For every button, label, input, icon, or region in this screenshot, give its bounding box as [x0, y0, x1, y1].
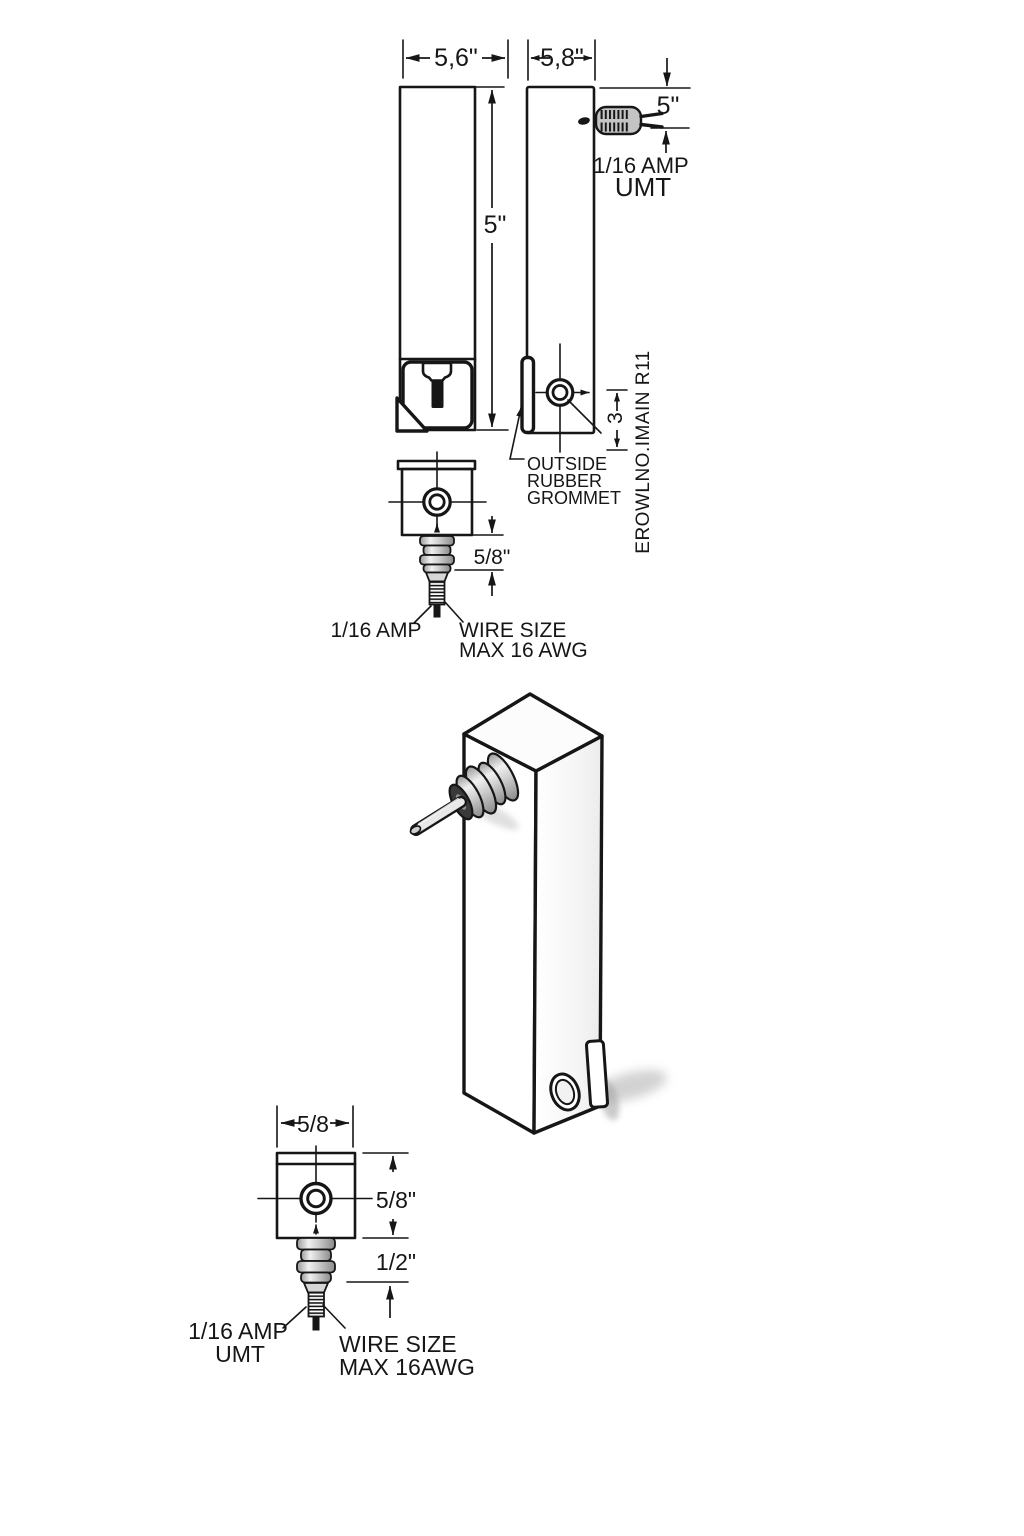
detail-top-wire-note-line1: WIRE SIZE: [459, 619, 566, 642]
fuse-connector: [594, 105, 664, 136]
detail-top-block: [400, 467, 474, 537]
front-view-body: [398, 85, 477, 432]
leader-wire-bottom: [322, 1304, 346, 1329]
detail-bottom-fuse-line1: 1/16 AMP: [188, 1318, 288, 1344]
detail-top-threaded-grommet: [419, 535, 455, 618]
connector-prong-top: [639, 111, 664, 119]
detail-top-nut: [424, 571, 450, 583]
detail-bottom-nut: [302, 1282, 330, 1294]
dim-side-width: 5,8": [540, 44, 584, 72]
dim-front-width: 5,6": [434, 44, 478, 72]
detail-bottom-height-dimension: 5/8": [362, 1152, 418, 1239]
grommet-note-line2: RUBBER: [527, 471, 602, 491]
detail-top-wire-note-line2: MAX 16 AWG: [459, 639, 588, 662]
detail-top-fuse-label: 1/16 AMP: [330, 619, 421, 642]
iso-grommet: [448, 752, 520, 821]
connector-prong-bottom: [639, 122, 664, 129]
detail-top-wire: [433, 604, 441, 618]
dim-connector-height: 5": [657, 92, 680, 120]
dim-detail-top-thread: 5/8": [474, 546, 511, 569]
connector-height-dimension: 5": [599, 58, 691, 153]
detail-top-stud: [428, 580, 446, 606]
grommet-leader: [567, 399, 602, 434]
iso-wire-rod: [409, 796, 467, 836]
dim-detail-bottom-height: 5/8": [376, 1187, 416, 1213]
side-view-width-dimension: 5,8": [527, 39, 596, 81]
detail-view-bottom: 5/8 5/8" 1/2": [188, 1105, 475, 1380]
connector-label-line1: 1/16 AMP: [593, 153, 688, 178]
vertical-note: EROWLNO.IMAIN R11: [633, 350, 654, 553]
detail-bottom-threaded-grommet: [296, 1237, 336, 1331]
dim-grommet-offset: 3: [604, 412, 627, 424]
leader-amp: [413, 605, 432, 624]
grommet-callout: OUTSIDE RUBBER GROMMET: [509, 407, 621, 508]
detail-bottom-wire: [312, 1316, 320, 1331]
isometric-view: [409, 692, 667, 1135]
connector-label-line2: UMT: [615, 172, 671, 202]
leader-wire: [444, 601, 464, 623]
side-view: [520, 85, 664, 453]
dim-detail-bottom-width: 5/8: [297, 1111, 329, 1137]
grommet-offset-dimension: 3: [604, 389, 628, 451]
plug-stem: [431, 380, 444, 408]
grommet-hole-inner: [551, 384, 569, 401]
mount-dot: [578, 117, 590, 125]
detail-top-hole-inner: [428, 493, 446, 511]
leader-amp-bottom: [282, 1306, 307, 1329]
iso-hole-inner: [554, 1078, 576, 1106]
connector-label: 1/16 AMP UMT: [593, 153, 688, 202]
detail-bottom-fuse-line2: UMT: [215, 1341, 265, 1367]
grommet-tab: [520, 355, 536, 435]
detail-bottom-wire-note-line1: WIRE SIZE: [339, 1331, 457, 1357]
detail-bottom-width-dimension: 5/8: [276, 1105, 354, 1148]
detail-bottom-thread-dimension: 1/2": [346, 1249, 416, 1318]
detail-bottom-wire-note-line2: MAX 16AWG: [339, 1354, 475, 1380]
grommet-note-line3: GROMMET: [527, 488, 621, 508]
dim-detail-bottom-thread: 1/2": [376, 1249, 416, 1275]
front-view-height-dimension: 5": [475, 86, 509, 431]
dim-front-height: 5": [484, 211, 507, 239]
detail-bottom-hole-inner: [306, 1188, 326, 1209]
front-view: [395, 85, 477, 433]
grommet-note-line1: OUTSIDE: [527, 454, 607, 474]
front-view-width-dimension: 5,6": [402, 39, 509, 79]
detail-view-top: 5/8" 1/16 AMP WIRE SIZE MAX 16 AWG: [330, 451, 588, 662]
iso-top-face: [462, 692, 604, 773]
detail-top-thread-dimension: 5/8": [454, 516, 514, 596]
detail-bottom-stud: [307, 1291, 325, 1318]
iso-grommet-tab: [584, 1039, 610, 1109]
corner-wedge: [395, 396, 429, 433]
